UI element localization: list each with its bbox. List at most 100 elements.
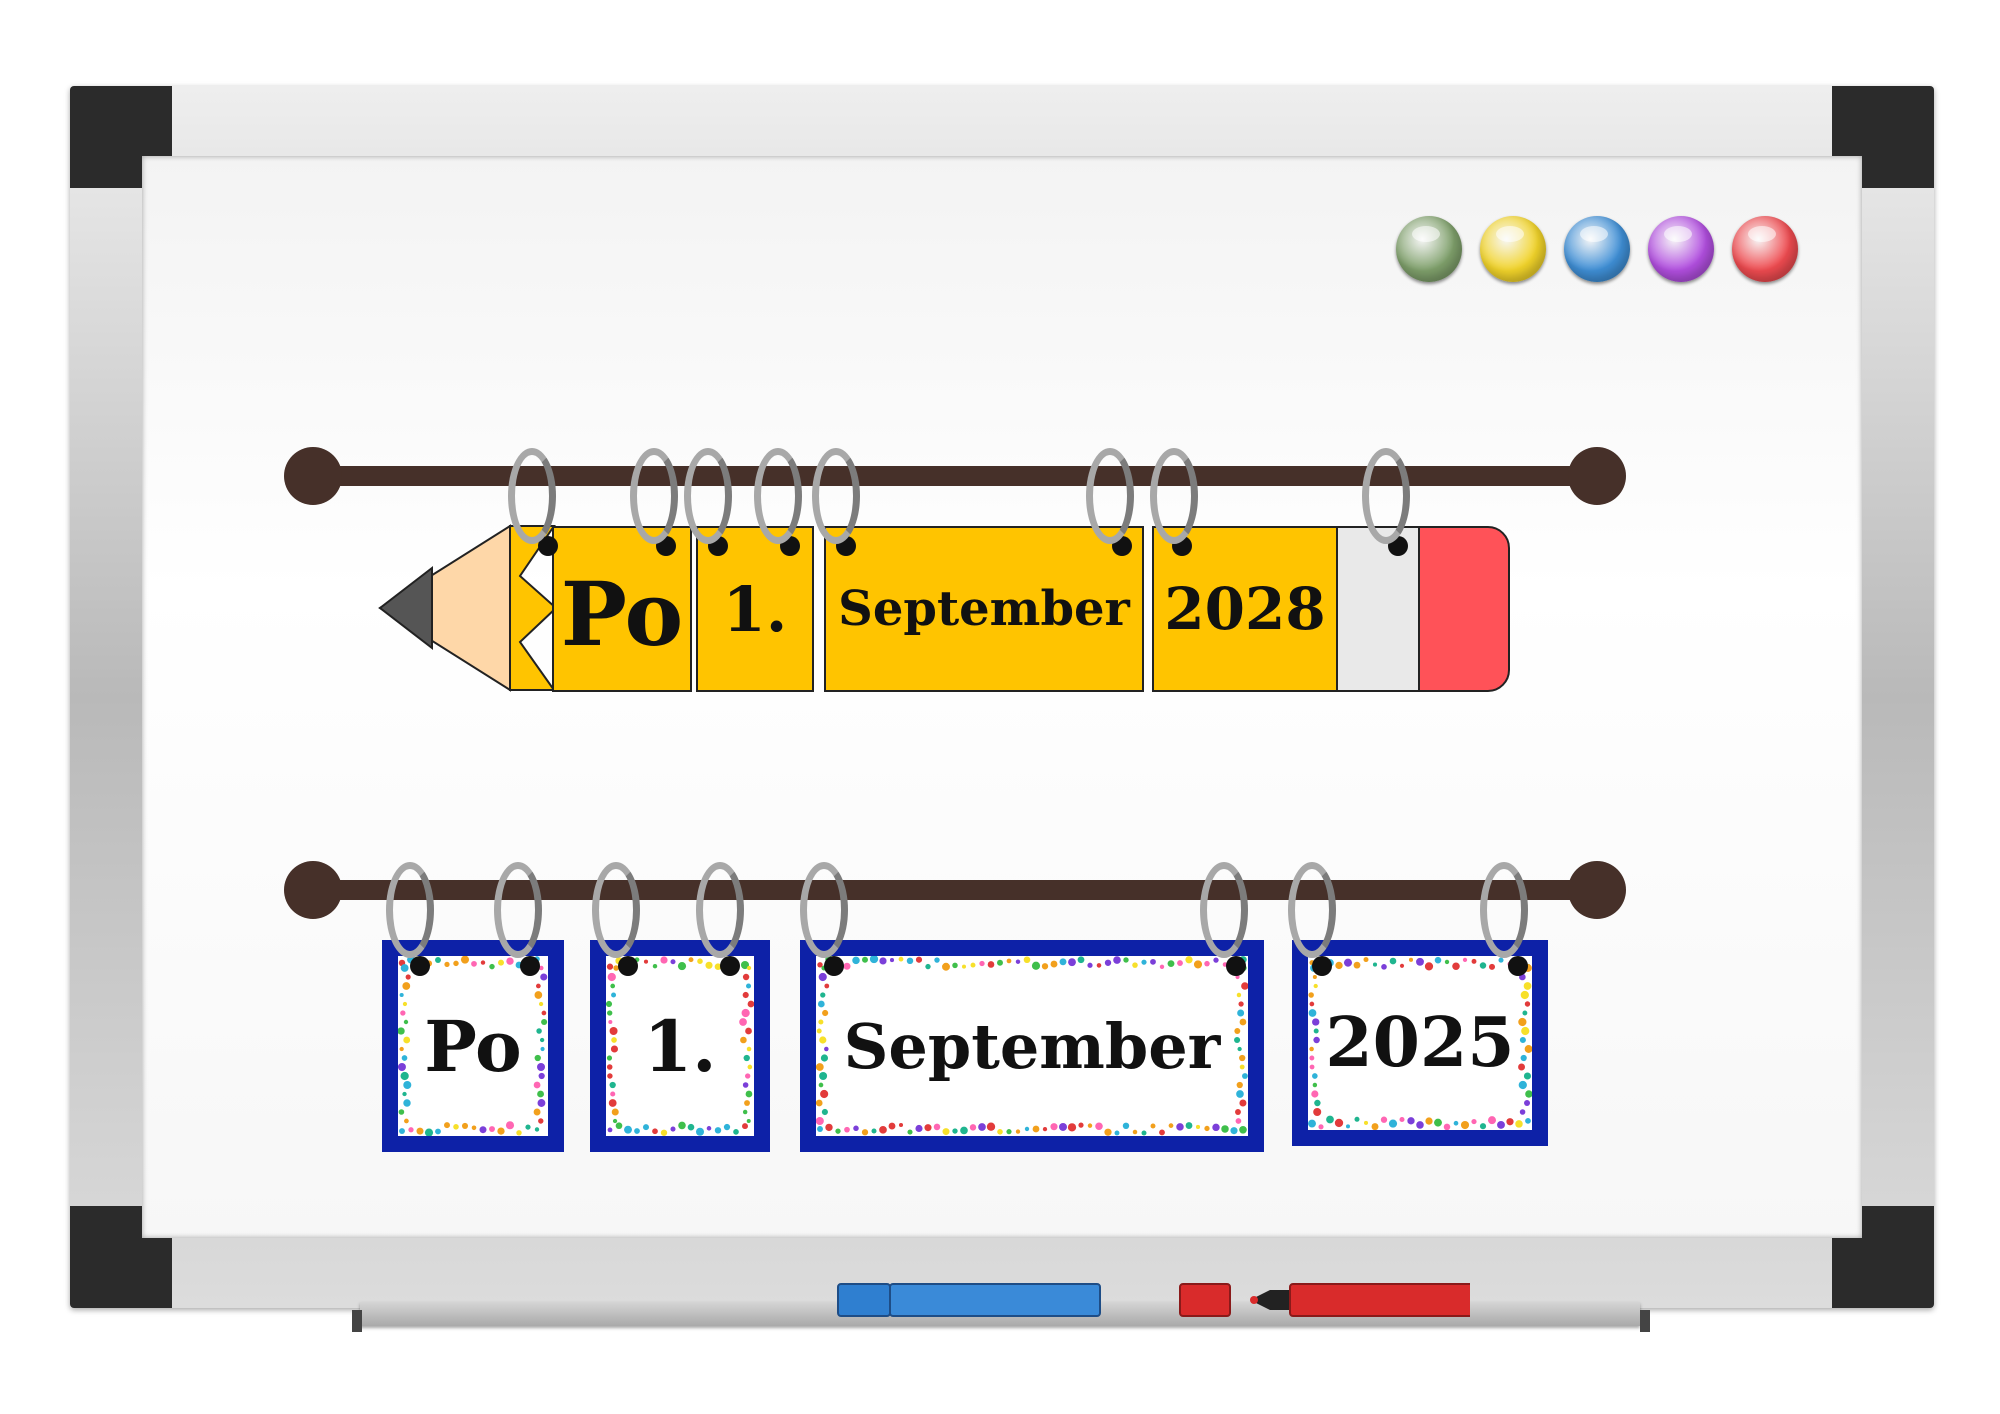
- confetti-dot: [1479, 1123, 1487, 1130]
- confetti-dot: [1389, 957, 1397, 965]
- confetti-dot: [444, 1122, 450, 1129]
- confetti-dot: [960, 1126, 968, 1135]
- confetti-dot: [538, 1118, 544, 1124]
- confetti-dot: [1497, 1120, 1505, 1129]
- confetti-dot: [612, 1118, 618, 1124]
- confetti-dot: [1479, 962, 1487, 969]
- confetti-dot: [1309, 1001, 1315, 1007]
- magnet-purple[interactable]: [1648, 216, 1714, 282]
- confetti-dot: [479, 1126, 487, 1134]
- confetti-dot: [1444, 959, 1450, 965]
- confetti-dot: [1487, 1116, 1497, 1125]
- confetti-dot: [1185, 956, 1193, 964]
- confetti-dot: [1308, 1009, 1317, 1017]
- pencil-card-year-text: 2028: [1164, 575, 1326, 643]
- pencil-ferrule: [1336, 526, 1420, 692]
- confetti-dot: [399, 1046, 404, 1052]
- magnet-blue[interactable]: [1564, 216, 1630, 282]
- confetti-dot: [888, 1122, 896, 1130]
- confetti-dot: [610, 1091, 616, 1097]
- confetti-dot: [1519, 1109, 1526, 1115]
- pencil-card-date[interactable]: 1.: [696, 526, 814, 692]
- confetti-dot: [742, 1082, 749, 1088]
- confetti-dot: [1354, 1116, 1360, 1122]
- confetti-dot: [416, 1127, 424, 1135]
- confetti-dot: [1471, 958, 1477, 964]
- magnet-green[interactable]: [1396, 216, 1462, 282]
- red-marker[interactable]: [1179, 1283, 1470, 1317]
- confetti-dot: [400, 964, 409, 972]
- hole: [1312, 956, 1332, 976]
- magnet-red[interactable]: [1732, 216, 1798, 282]
- confetti-dot: [1015, 1129, 1021, 1134]
- confetti-card-date[interactable]: 1.: [590, 940, 770, 1152]
- confetti-dot: [1150, 958, 1156, 965]
- confetti-dot: [660, 1129, 668, 1136]
- confetti-dot: [1087, 962, 1093, 968]
- pencil-card-month[interactable]: September: [824, 526, 1144, 692]
- confetti-dot: [535, 983, 541, 989]
- ring: [508, 448, 556, 544]
- confetti-dot: [1471, 1118, 1477, 1125]
- confetti-dot: [534, 991, 543, 999]
- confetti-dot: [401, 1055, 408, 1061]
- confetti-dot: [915, 1124, 923, 1133]
- confetti-dot: [607, 1073, 613, 1079]
- confetti-dot: [453, 1124, 459, 1130]
- confetti-dot: [1177, 960, 1183, 966]
- confetti-dot: [670, 959, 676, 965]
- confetti-dot: [1318, 1124, 1324, 1130]
- ring: [630, 448, 678, 544]
- confetti-dot: [1241, 982, 1248, 990]
- confetti-dot: [1096, 963, 1102, 968]
- confetti-dot: [1006, 1129, 1012, 1135]
- confetti-dot: [1407, 1117, 1415, 1125]
- confetti-dot: [398, 1109, 405, 1115]
- confetti-dot: [733, 1129, 739, 1135]
- confetti-dot: [1309, 1046, 1314, 1052]
- confetti-dot: [652, 963, 658, 969]
- confetti-dot: [744, 1100, 750, 1106]
- rod-bottom: [290, 880, 1610, 900]
- confetti-dot: [1042, 1126, 1048, 1132]
- confetti-dot: [606, 1000, 613, 1008]
- confetti-dot: [979, 960, 985, 967]
- confetti-dot: [906, 957, 914, 965]
- confetti-dot: [453, 960, 459, 967]
- confetti-dot: [1363, 1120, 1369, 1125]
- confetti-dot: [853, 1125, 859, 1132]
- confetti-dot: [400, 1071, 409, 1081]
- confetti-dot: [670, 1126, 676, 1132]
- confetti-dot: [1363, 957, 1369, 963]
- confetti-dot: [1123, 957, 1129, 963]
- confetti-card-year[interactable]: 2025: [1292, 940, 1548, 1146]
- confetti-dot: [1443, 1123, 1451, 1130]
- confetti-dot: [1388, 1119, 1398, 1128]
- confetti-dot: [1239, 1125, 1247, 1134]
- confetti-dot: [497, 1127, 505, 1135]
- confetti-dot: [1087, 1123, 1093, 1128]
- confetti-dot: [741, 1008, 750, 1018]
- confetti-dot: [743, 1054, 750, 1062]
- hole: [720, 956, 740, 976]
- confetti-dot: [852, 956, 860, 965]
- confetti-dot: [1525, 1090, 1532, 1098]
- confetti-dot: [1335, 961, 1343, 970]
- confetti-dot: [1518, 1063, 1526, 1071]
- confetti-dot: [714, 1127, 722, 1134]
- confetti-dot: [606, 1064, 613, 1070]
- confetti-dot: [533, 1081, 541, 1089]
- blue-marker[interactable]: [837, 1283, 1101, 1317]
- confetti-dot: [610, 983, 616, 989]
- confetti-card-month-text: September: [843, 1009, 1221, 1083]
- confetti-dot: [1313, 1107, 1322, 1117]
- confetti-dot: [1078, 1122, 1084, 1128]
- confetti-dot: [1193, 960, 1203, 969]
- magnet-yellow[interactable]: [1480, 216, 1546, 282]
- confetti-dot: [424, 1128, 434, 1136]
- confetti-dot: [1515, 1120, 1523, 1128]
- confetti-dot: [925, 963, 931, 970]
- confetti-dot: [534, 1054, 541, 1062]
- confetti-dot: [1314, 1099, 1321, 1107]
- confetti-card-month[interactable]: September: [800, 940, 1264, 1152]
